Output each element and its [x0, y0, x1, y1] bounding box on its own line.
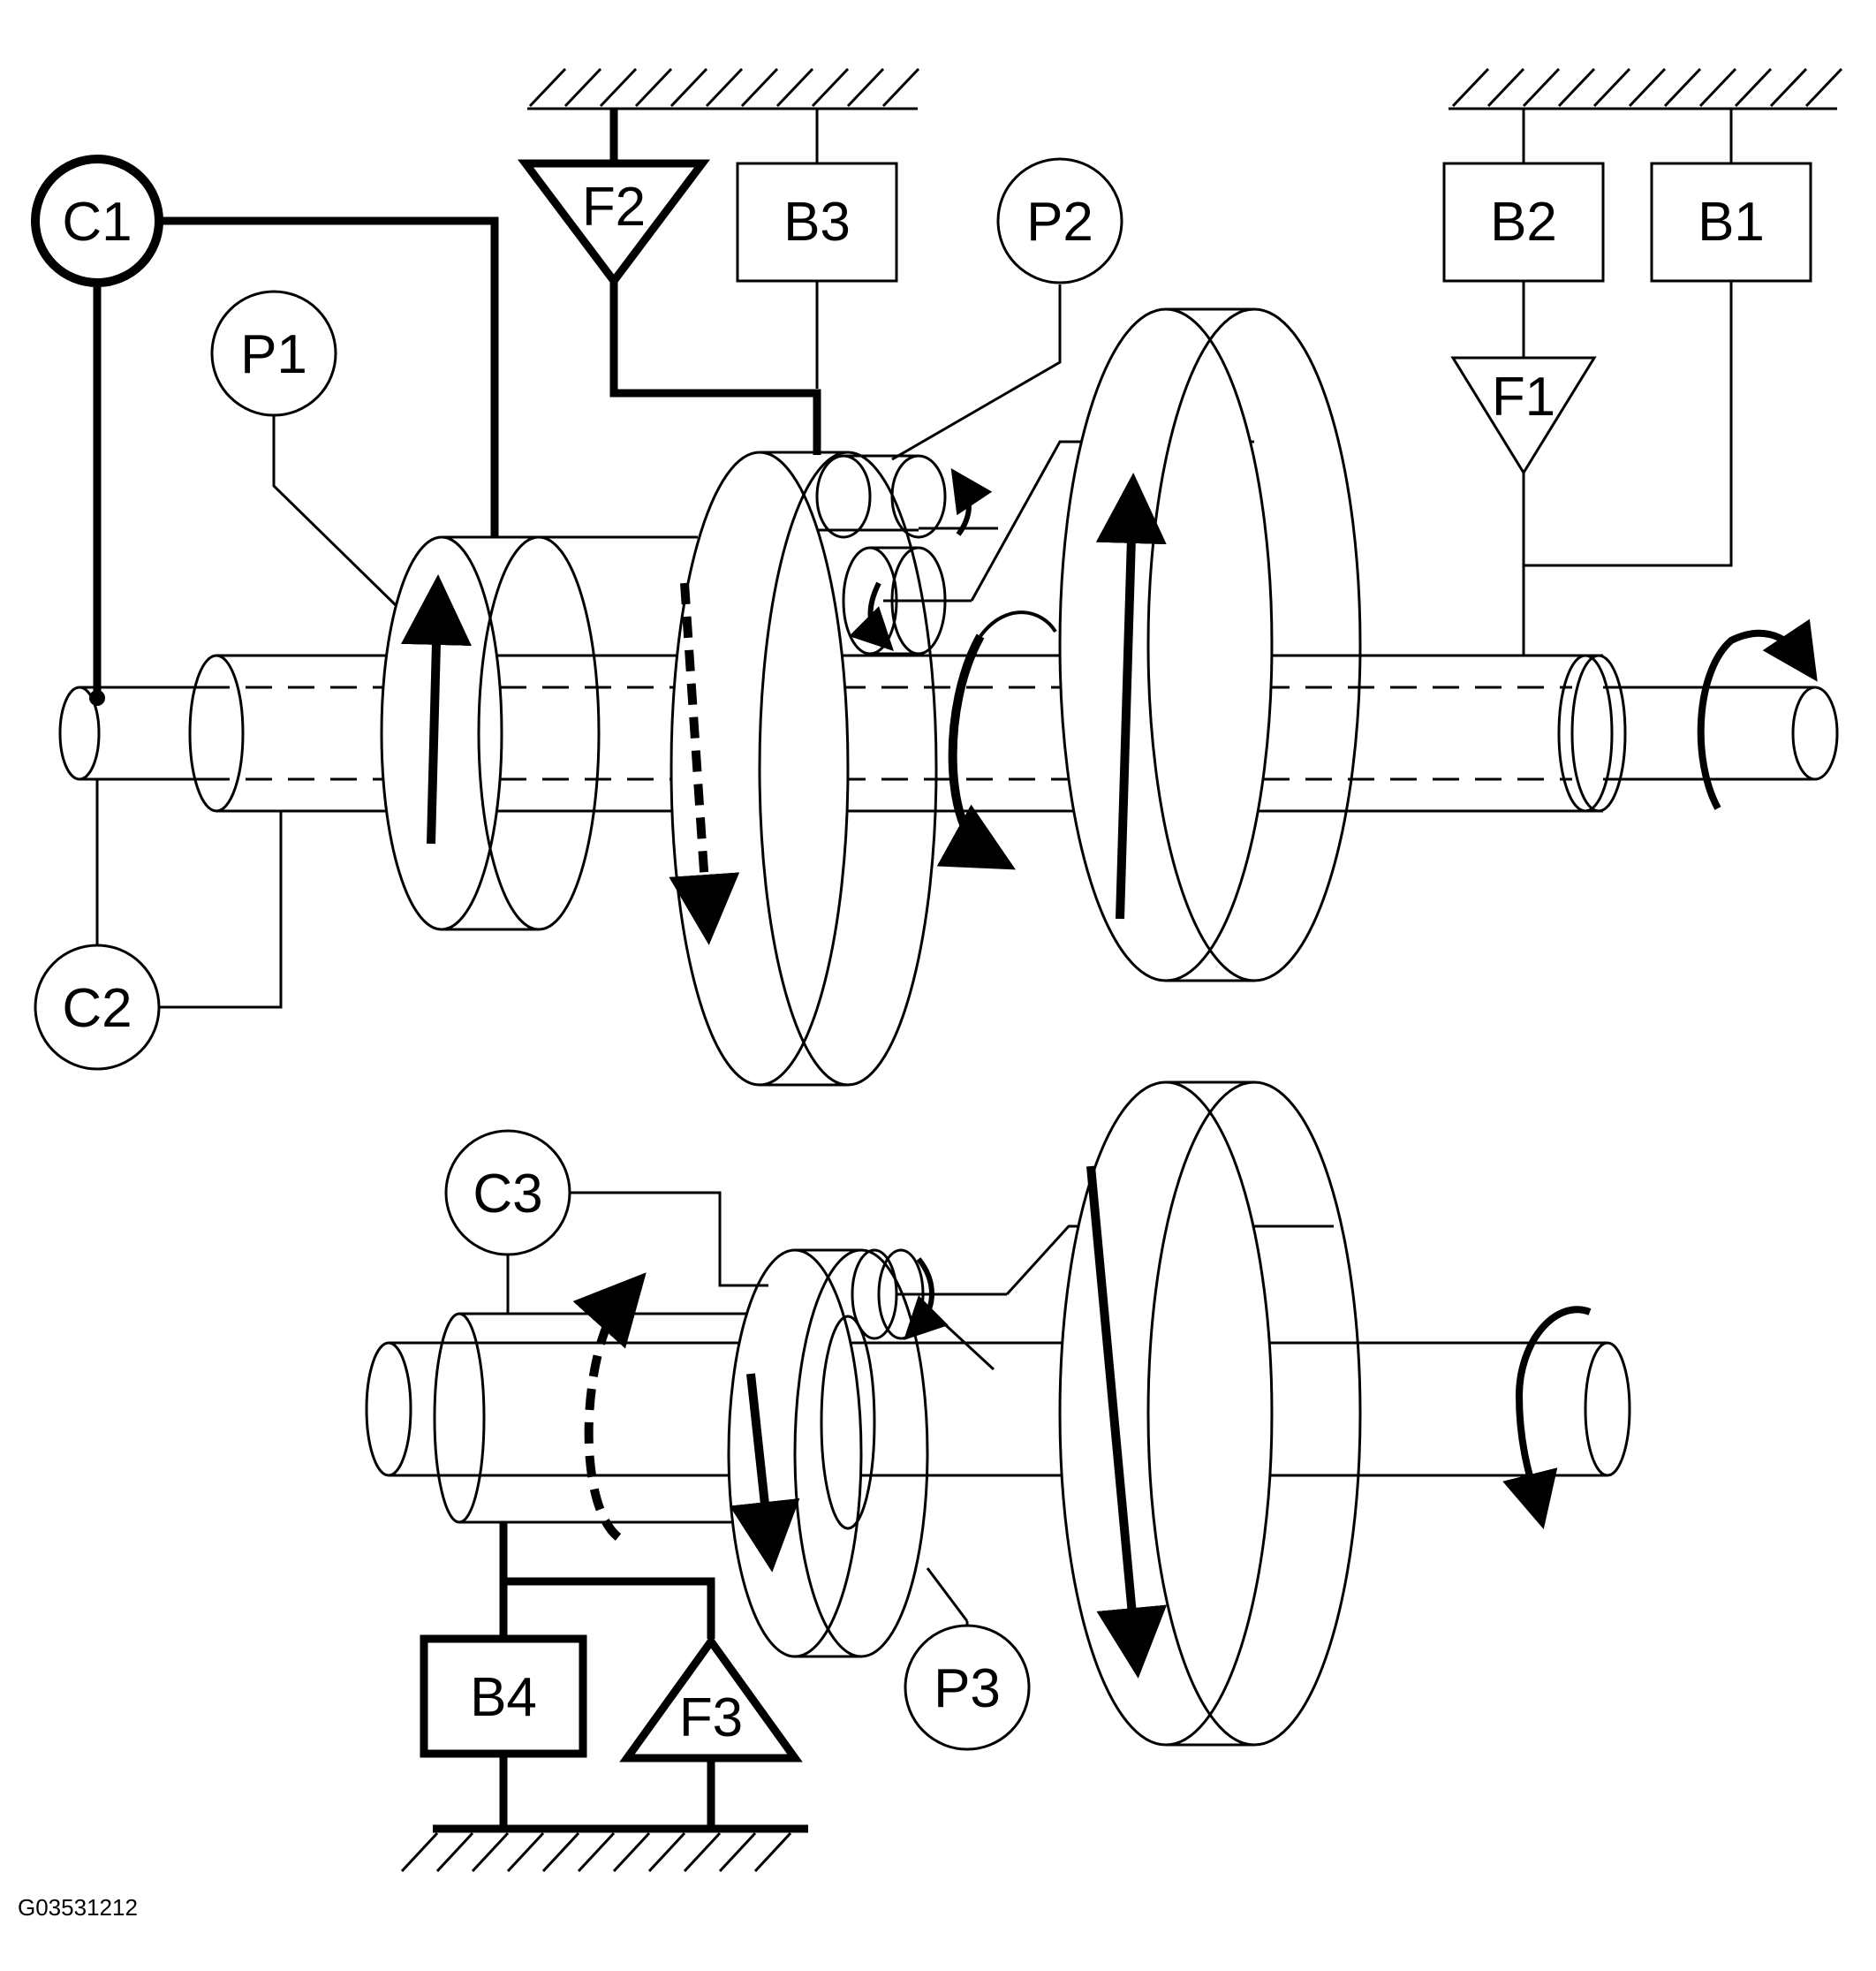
f1-label: F1 — [1492, 367, 1555, 428]
p3-label: P3 — [934, 1658, 1001, 1719]
p1-rotation-arrow — [400, 574, 472, 845]
c2-label: C2 — [62, 978, 132, 1039]
f3-drum-line — [503, 1577, 715, 1639]
p2-leader — [891, 284, 1062, 461]
c1-junction — [89, 690, 105, 706]
ground-hatch-top-right — [1449, 67, 1843, 110]
carrier-rotation-arrow — [936, 633, 1016, 870]
pinion-rotation-arrow-a — [849, 581, 894, 651]
figure-code: G03531212 — [18, 1894, 138, 1921]
lower-pinion-rotation-arrow — [904, 1257, 949, 1340]
c2-leader-b — [157, 811, 283, 1009]
p3-node: P3 — [904, 1624, 1031, 1751]
p2-rotation-arrow — [669, 582, 740, 945]
c1-node: C1 — [31, 155, 163, 287]
lower-thick-paths — [433, 1522, 808, 1833]
lower-rotation-arrows — [572, 1165, 1592, 1679]
b2-label: B2 — [1490, 192, 1557, 253]
p1-label: P1 — [240, 324, 307, 385]
p1-node: P1 — [210, 290, 337, 417]
b4-node: B4 — [420, 1634, 587, 1758]
b3-label: B3 — [783, 192, 851, 253]
c1-label: C1 — [62, 192, 132, 253]
c3-label: C3 — [473, 1164, 542, 1224]
b1-shaft-line — [1524, 281, 1733, 567]
p2-pinion — [815, 454, 998, 656]
f1-node: F1 — [1450, 356, 1597, 475]
c2-node: C2 — [34, 944, 161, 1071]
c3-rotation-arrow — [572, 1272, 647, 1541]
p3-rotation-arrow — [729, 1373, 800, 1573]
output-rotation-arrow — [1697, 618, 1818, 810]
b4-label: B4 — [470, 1667, 537, 1728]
p2-node: P2 — [996, 157, 1123, 284]
p1-leader — [272, 402, 397, 607]
output-shaft-upper — [1603, 686, 1839, 781]
lower-ring-rotation-arrow — [1086, 1165, 1168, 1679]
b1-label: B1 — [1698, 192, 1765, 253]
f3-label: F3 — [679, 1687, 743, 1748]
pinion-rotation-arrow-b — [950, 468, 993, 536]
c3-leader-a — [570, 1191, 768, 1287]
b3-node: B3 — [736, 162, 898, 283]
b2-node: B2 — [1442, 162, 1605, 283]
lower-output-rotation-arrow — [1502, 1306, 1592, 1530]
upper-rotation-arrows — [400, 468, 1818, 945]
carrier-rotation-tail — [979, 610, 1057, 638]
c3-node: C3 — [444, 1129, 571, 1256]
b1-node: B1 — [1650, 162, 1812, 283]
p3-leader-b — [926, 1567, 969, 1622]
upper-ring-rotation-arrow — [1095, 473, 1167, 920]
ground-hatch-top-center — [527, 67, 920, 110]
f2-drum-line — [609, 281, 821, 455]
c1-drum-line — [157, 216, 499, 537]
f3-node: F3 — [619, 1634, 803, 1763]
upper-thick-paths — [93, 109, 821, 698]
p2-label: P2 — [1026, 192, 1093, 253]
upper-big-ring — [1058, 307, 1362, 982]
p1-drum — [380, 535, 698, 931]
f2-node: F2 — [517, 159, 711, 288]
f2-label: F2 — [582, 177, 646, 238]
